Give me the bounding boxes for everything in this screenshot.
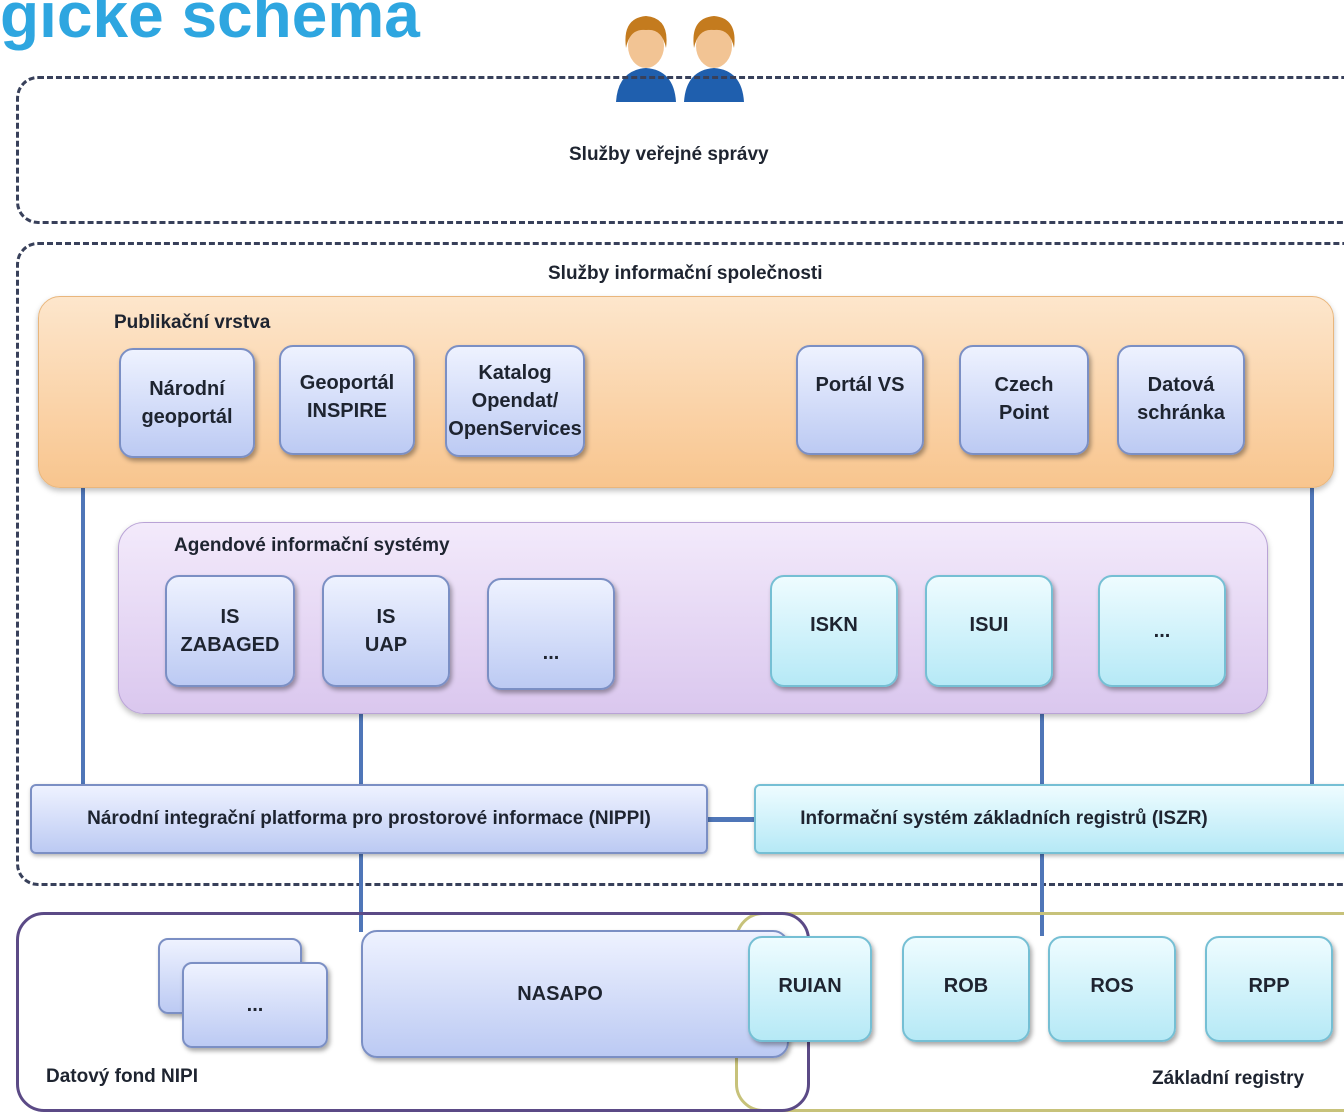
isui-box[interactable]: ISUI [925,575,1053,687]
agenda-systems-label: Agendové informační systémy [174,535,450,556]
agenda-more-cyan-box[interactable]: ... [1098,575,1226,687]
data-box-label: Datová schránka [1137,374,1225,424]
ros-label: ROS [1090,975,1134,997]
data-box-box[interactable]: Datová schránka [1117,345,1245,455]
catalog-opendata-box[interactable]: Katalog Opendat/ OpenServices [445,345,585,457]
base-registers-label: Základní registry [1152,1068,1305,1089]
catalog-opendata-label: Katalog Opendat/ OpenServices [448,362,582,440]
is-zabaged-label: IS ZABAGED [180,606,280,656]
rpp-box[interactable]: RPP [1205,936,1333,1042]
is-uap-box[interactable]: IS UAP [322,575,450,687]
nippi-bar[interactable]: Národní integrační platforma pro prostor… [30,784,708,854]
ruian-box[interactable]: RUIAN [748,936,872,1042]
page-title: gické schéma [0,0,420,51]
portal-vs-box[interactable]: Portál VS [796,345,924,455]
national-geoportal-box[interactable]: Národní geoportál [119,348,255,458]
iskn-label: ISKN [810,614,858,636]
national-geoportal-label: Národní geoportál [141,378,233,428]
stack-item-label: ... [246,994,264,1016]
geoportal-inspire-label: Geoportál INSPIRE [299,372,395,422]
agenda-systems-layer [118,522,1268,714]
publication-layer-label: Publikační vrstva [114,312,271,333]
is-uap-label: IS UAP [364,606,408,656]
connector [359,714,363,784]
agenda-more-box[interactable]: ... [487,578,615,690]
connector [1310,488,1314,784]
nasapo-box[interactable]: NASAPO [361,930,789,1058]
nippi-label: Národní integrační platforma pro prostor… [87,808,651,829]
iszr-label: Informační systém základních registrů (I… [800,808,1208,829]
agenda-more-label: ... [542,642,560,664]
ros-box[interactable]: ROS [1048,936,1176,1042]
data-fund-label: Datový fond NIPI [46,1066,199,1087]
portal-vs-label: Portál VS [815,374,905,396]
connector [706,817,756,822]
geoportal-inspire-box[interactable]: Geoportál INSPIRE [279,345,415,455]
connector [359,854,363,932]
nasapo-label: NASAPO [517,983,603,1005]
is-zabaged-box[interactable]: IS ZABAGED [165,575,295,687]
iskn-box[interactable]: ISKN [770,575,898,687]
isui-label: ISUI [969,614,1009,636]
ruian-label: RUIAN [778,975,842,997]
czech-point-box[interactable]: Czech Point [959,345,1089,455]
connector [1040,714,1044,784]
rpp-label: RPP [1248,975,1290,997]
public-services-zone [16,76,1344,224]
rob-box[interactable]: ROB [902,936,1030,1042]
information-society-zone [16,242,1344,886]
information-society-label: Služby informační společnosti [548,263,823,284]
connector [1040,854,1044,936]
public-services-label: Služby veřejné správy [569,144,769,165]
czech-point-label: Czech Point [994,374,1054,424]
iszr-bar[interactable]: Informační systém základních registrů (I… [754,784,1344,854]
stack-front-box[interactable]: ... [182,962,328,1048]
agenda-more-cyan-label: ... [1153,620,1171,642]
connector [81,488,85,784]
rob-label: ROB [943,975,989,997]
